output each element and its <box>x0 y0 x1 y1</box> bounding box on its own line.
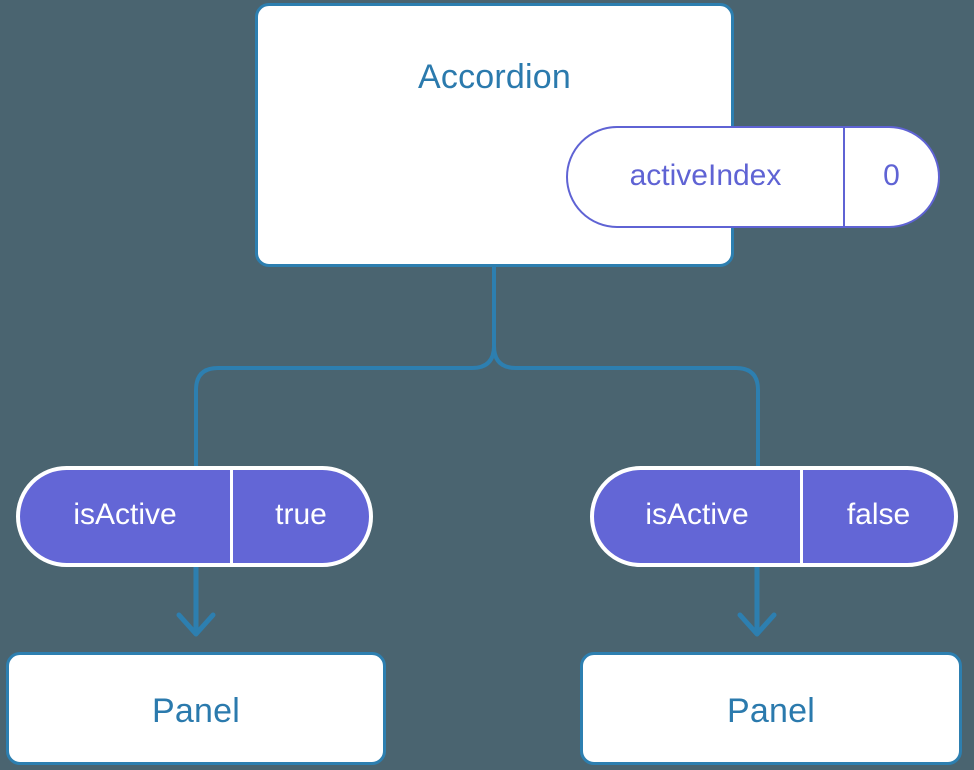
prop-pill-key: isActive <box>20 470 233 563</box>
prop-pill-key: isActive <box>594 470 803 563</box>
state-pill-activeindex[interactable]: activeIndex 0 <box>566 126 940 228</box>
prop-pill-isactive-true[interactable]: isActive true <box>16 466 373 567</box>
prop-pill-isactive-false[interactable]: isActive false <box>590 466 958 567</box>
component-card-panel-left[interactable]: Panel <box>6 652 386 765</box>
arrow-head-right <box>737 612 777 637</box>
connector-branch-right <box>492 344 760 468</box>
arrow-right <box>737 564 777 637</box>
component-card-accordion[interactable]: Accordion activeIndex 0 <box>255 3 940 267</box>
component-title-panel: Panel <box>152 692 240 730</box>
arrow-left <box>176 564 216 637</box>
state-pill-value: 0 <box>883 158 900 192</box>
component-card-panel-right[interactable]: Panel <box>580 652 962 765</box>
component-title-accordion: Accordion <box>418 58 571 96</box>
component-title-panel: Panel <box>727 692 815 730</box>
arrow-head-left <box>176 612 216 637</box>
state-pill-key: activeIndex <box>568 128 845 226</box>
connector-trunk <box>194 265 496 468</box>
prop-pill-value: true <box>275 498 327 531</box>
prop-pill-value: false <box>846 498 911 531</box>
